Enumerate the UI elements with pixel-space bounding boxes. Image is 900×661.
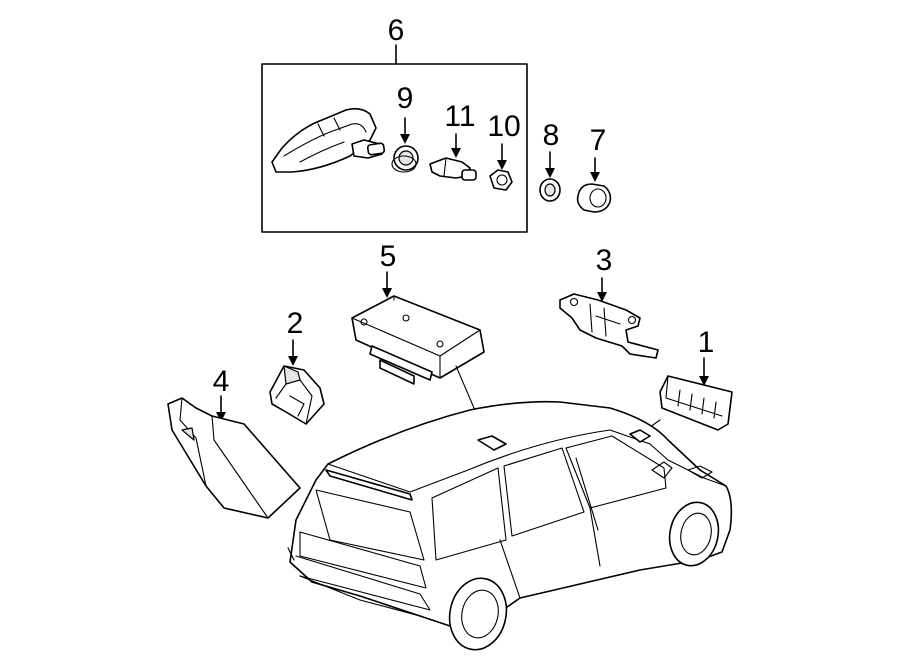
valve-core bbox=[429, 157, 477, 181]
cover bbox=[167, 397, 301, 519]
callout-7: 7 bbox=[590, 124, 607, 157]
minivan-outline bbox=[287, 400, 733, 651]
leader-arrows bbox=[216, 117, 709, 422]
callout-9: 9 bbox=[397, 82, 414, 115]
callout-3: 3 bbox=[596, 244, 613, 277]
bracket bbox=[559, 293, 659, 359]
callout-6: 6 bbox=[388, 14, 405, 47]
connector bbox=[659, 375, 733, 431]
tpms-sensor bbox=[271, 107, 386, 173]
kit-group-box bbox=[261, 44, 528, 233]
callout-5: 5 bbox=[380, 240, 397, 273]
callout-8: 8 bbox=[543, 119, 560, 152]
control-module bbox=[351, 295, 485, 385]
washer bbox=[539, 178, 561, 202]
callout-11: 11 bbox=[444, 100, 475, 133]
callout-1: 1 bbox=[698, 326, 715, 359]
callout-10: 10 bbox=[487, 110, 520, 143]
callout-4: 4 bbox=[213, 365, 230, 398]
valve-cap bbox=[489, 169, 513, 191]
callout-2: 2 bbox=[287, 307, 304, 340]
nut bbox=[576, 183, 612, 213]
sensor-housing bbox=[269, 365, 325, 425]
grommet bbox=[391, 145, 419, 173]
